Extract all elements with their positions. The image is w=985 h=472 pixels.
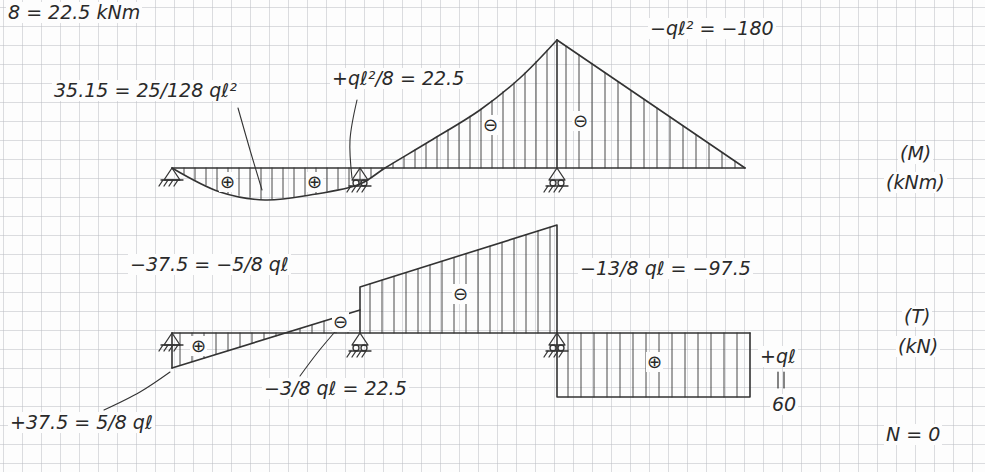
- beam-axis: [172, 332, 750, 334]
- unit-label: (kN): [896, 336, 940, 357]
- shear-line: [557, 333, 750, 397]
- value-note: 35.15 = 25/128 qℓ²: [52, 80, 239, 101]
- leader-line: [104, 372, 170, 410]
- shear-hatching: [370, 227, 550, 333]
- sign-mark: ⊕: [190, 336, 207, 356]
- shear-ordinate: [171, 333, 173, 368]
- moment-hatching: [566, 46, 735, 168]
- roller-support: [544, 168, 568, 192]
- pin-support: [159, 333, 183, 351]
- moment-curve: [172, 40, 557, 200]
- sign-mark: ⊖: [332, 312, 349, 332]
- sign-mark: ⊖: [452, 284, 469, 304]
- sign-mark: ⊖: [482, 115, 499, 135]
- value-note: +37.5 = 5/8 qℓ: [8, 412, 155, 433]
- sign-mark: ⊕: [219, 172, 236, 192]
- value-note: −13/8 qℓ = −97.5: [578, 258, 753, 279]
- value-note: −qℓ² = −180: [648, 18, 776, 39]
- equals-mark: [777, 372, 778, 388]
- value-note: +qℓ: [758, 346, 798, 367]
- equals-mark: [783, 372, 784, 388]
- sign-mark: ⊖: [572, 111, 589, 131]
- shear-line: [360, 225, 557, 333]
- roller-support: [347, 168, 371, 192]
- shear-hatching: [568, 333, 737, 397]
- moment-ordinate: [556, 40, 558, 168]
- sign-mark: ⊕: [646, 352, 663, 372]
- leader-line: [350, 100, 357, 178]
- roller-support: [347, 333, 371, 357]
- moment-hatching: [184, 50, 547, 199]
- value-note: 60: [770, 394, 798, 415]
- diagram-name: (T): [902, 306, 932, 327]
- unit-label: (kNm): [884, 172, 947, 193]
- roller-support: [544, 333, 568, 357]
- value-note: +qℓ²/8 = 22.5: [330, 68, 466, 89]
- value-note: −3/8 qℓ = 22.5: [262, 378, 409, 399]
- sign-mark: ⊕: [306, 172, 323, 192]
- beam-axis: [172, 167, 745, 169]
- moment-line: [557, 40, 745, 168]
- shear-hatching: [180, 314, 348, 366]
- leader-line: [300, 326, 340, 376]
- pin-support: [159, 168, 183, 186]
- value-note: −37.5 = −5/8 qℓ: [128, 254, 291, 275]
- note-label: N = 0: [884, 424, 942, 445]
- shear-line: [172, 310, 360, 368]
- value-note: 8 = 22.5 kNm: [6, 2, 142, 23]
- leader-line: [238, 108, 262, 190]
- diagram-name: (M): [898, 143, 933, 164]
